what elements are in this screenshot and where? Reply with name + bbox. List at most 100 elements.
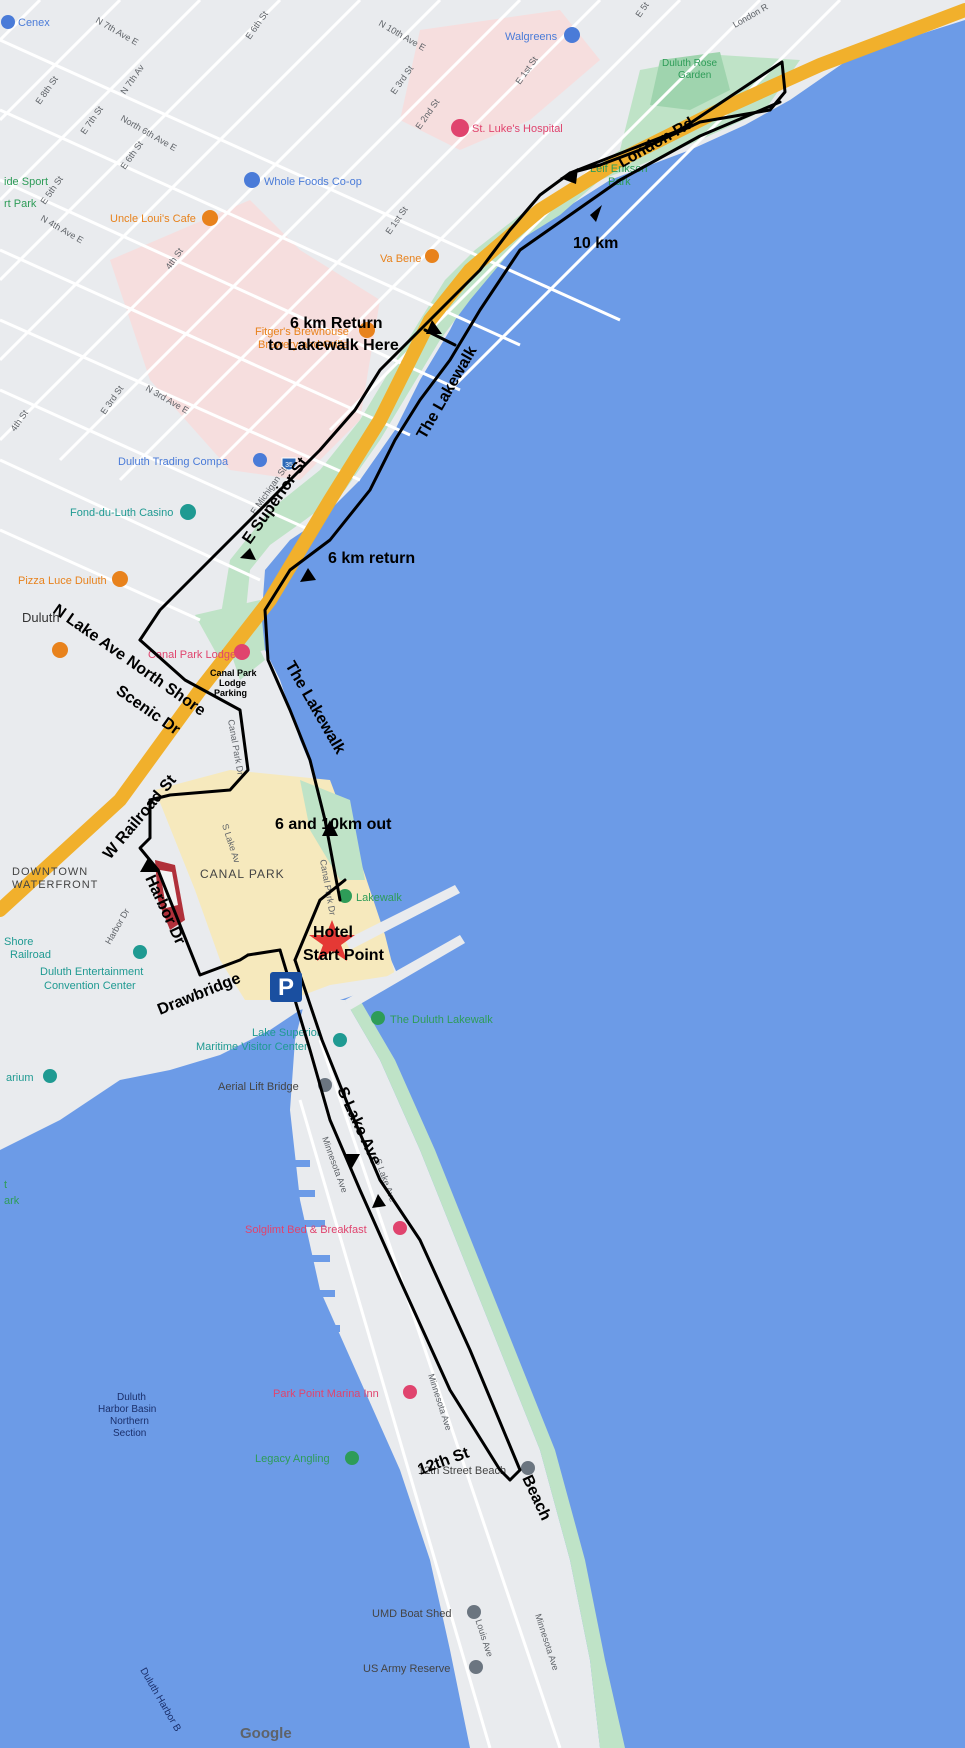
- svg-text:Parking: Parking: [214, 688, 247, 698]
- svg-text:t: t: [4, 1179, 7, 1191]
- hotel-icon: [393, 1221, 407, 1235]
- poi-duluth-rose-garden[interactable]: Duluth Rose Garden: [662, 58, 717, 81]
- svg-text:arium: arium: [6, 1072, 34, 1084]
- poi-dec[interactable]: Duluth Entertainment Convention Center: [40, 945, 147, 992]
- svg-text:Duluth Entertainment: Duluth Entertainment: [40, 966, 143, 978]
- poi-st-lukes[interactable]: St. Luke's Hospital: [451, 119, 563, 137]
- svg-text:Cenex: Cenex: [18, 17, 50, 29]
- canal-park-area-label: CANAL PARK: [200, 867, 285, 881]
- hotel-icon: [403, 1385, 417, 1399]
- poi-whole-foods[interactable]: Whole Foods Co-op: [244, 172, 362, 188]
- aquarium-icon: [43, 1069, 57, 1083]
- i35-shield-icon: 35: [281, 457, 297, 471]
- poi-canal-park-lodge[interactable]: Canal Park Lodge Canal Park Lodge Parkin…: [148, 644, 258, 698]
- poi-duluth-lakewalk[interactable]: The Duluth Lakewalk: [371, 1011, 493, 1026]
- poi-fond-du-luth[interactable]: Fond-du-Luth Casino: [70, 504, 196, 520]
- svg-text:Convention Center: Convention Center: [44, 980, 136, 992]
- residential-area-2: [400, 10, 600, 150]
- svg-text:Duluth Trading Compa: Duluth Trading Compa: [118, 456, 229, 468]
- route-london-rd-loop: [568, 60, 787, 175]
- label-6km-return-line2: to Lakewalk Here: [268, 337, 399, 354]
- arrow-icon: [372, 1194, 386, 1208]
- svg-text:Canal Park Lodge: Canal Park Lodge: [148, 649, 236, 661]
- poi-cenex[interactable]: Cenex: [1, 15, 50, 29]
- svg-text:The Duluth Lakewalk: The Duluth Lakewalk: [390, 1014, 493, 1026]
- poi-walgreens[interactable]: Walgreens: [505, 27, 580, 43]
- landmark-icon: [467, 1605, 481, 1619]
- route-s-lake-ave-back: [293, 958, 522, 1482]
- route-harbor-dr: [156, 868, 250, 977]
- north-pier: [345, 885, 460, 950]
- arrow-icon: [140, 858, 160, 872]
- route-s-lake-ave-out: [278, 948, 512, 1482]
- svg-text:ark: ark: [4, 1195, 20, 1207]
- poi-park-point-marina[interactable]: Park Point Marina Inn: [273, 1385, 417, 1400]
- poi-12th-street-beach[interactable]: 12th Street Beach: [418, 1461, 535, 1477]
- rose-garden: [650, 52, 730, 110]
- svg-text:Duluth Rose: Duluth Rose: [662, 58, 717, 69]
- arrow-icon: [300, 568, 316, 582]
- south-pier: [345, 935, 465, 1010]
- svg-text:Lodge: Lodge: [219, 678, 246, 688]
- label-start-point: Start Point: [303, 947, 385, 964]
- park-icon: [338, 889, 352, 903]
- svg-text:Fitger's Brewhouse: Fitger's Brewhouse: [255, 326, 349, 338]
- svg-text:P: P: [278, 974, 294, 1001]
- poi-uncle-louis[interactable]: Uncle Loui's Cafe: [110, 210, 218, 226]
- start-star-icon: [309, 920, 355, 961]
- svg-text:Duluth: Duluth: [22, 610, 60, 625]
- svg-text:Va Bene: Va Bene: [380, 253, 421, 265]
- svg-text:Pizza Luce Duluth: Pizza Luce Duluth: [18, 575, 107, 587]
- harbor-basin-label: Duluth Harbor Basin Northern Section: [98, 1392, 156, 1439]
- restaurant-icon: [112, 571, 128, 587]
- svg-text:Lakewalk: Lakewalk: [356, 892, 402, 904]
- poi-duluth-trading[interactable]: Duluth Trading Compa: [118, 453, 267, 468]
- arrow-icon: [240, 548, 256, 560]
- label-6km-return: 6 km return: [328, 550, 415, 567]
- park-icon: [371, 1011, 385, 1025]
- svg-text:Canal Park: Canal Park: [210, 668, 258, 678]
- arrow-icon: [322, 820, 338, 836]
- arrow-icon: [426, 320, 442, 334]
- svg-text:Garden: Garden: [678, 70, 711, 81]
- svg-text:UMD Boat Shed: UMD Boat Shed: [372, 1608, 451, 1620]
- svg-text:Harbor Basin: Harbor Basin: [98, 1404, 156, 1415]
- svg-text:Whole Foods Co-op: Whole Foods Co-op: [264, 176, 362, 188]
- route-scenic-dr: [138, 638, 250, 802]
- svg-text:ide Sport: ide Sport: [4, 176, 48, 188]
- route-arrows: [140, 168, 602, 1208]
- route-10km-lakewalk-branch: [263, 100, 782, 902]
- svg-text:WATERFRONT: WATERFRONT: [12, 879, 98, 891]
- poi-lakewalk[interactable]: Lakewalk: [338, 889, 402, 904]
- poi-arium[interactable]: arium: [6, 1069, 57, 1084]
- svg-text:12th Street Beach: 12th Street Beach: [418, 1465, 506, 1477]
- shopping-cart-icon: [244, 172, 260, 188]
- landmark-icon: [469, 1660, 483, 1674]
- arrow-icon: [560, 168, 578, 184]
- poi-pizza-luce[interactable]: Pizza Luce Duluth: [18, 571, 128, 587]
- parking-icon: P: [270, 972, 302, 1002]
- arrow-icon: [590, 205, 602, 222]
- poi-solglimt[interactable]: Solglimt Bed & Breakfast: [245, 1221, 407, 1236]
- poi-umd-boat-shed[interactable]: UMD Boat Shed: [372, 1605, 481, 1620]
- svg-text:Park Point Marina Inn: Park Point Marina Inn: [273, 1388, 379, 1400]
- svg-text:Northern: Northern: [110, 1416, 149, 1427]
- bar-icon: [359, 322, 375, 338]
- shopping-icon: [564, 27, 580, 43]
- poi-va-bene[interactable]: Va Bene: [380, 249, 439, 265]
- route-lines: [138, 60, 787, 1482]
- label-6km-return-line1: 6 km Return: [290, 315, 382, 332]
- poi-us-army-reserve[interactable]: US Army Reserve: [363, 1660, 483, 1675]
- svg-text:DOWNTOWN: DOWNTOWN: [12, 866, 88, 878]
- poi-fitgers[interactable]: Fitger's Brewhouse Brewery and Grille: [255, 322, 375, 351]
- svg-text:US Army Reserve: US Army Reserve: [363, 1663, 450, 1675]
- svg-text:Walgreens: Walgreens: [505, 31, 558, 43]
- lakewalk-park-green: [195, 600, 265, 660]
- poi-shore-railroad[interactable]: Shore Railroad: [4, 936, 51, 961]
- hospital-icon: [451, 119, 469, 137]
- poi-duluth[interactable]: Duluth: [22, 610, 68, 658]
- route-lakewalk-return: [293, 878, 347, 962]
- park-point-land: [290, 1000, 600, 1748]
- poi-legacy-angling[interactable]: Legacy Angling: [255, 1451, 359, 1465]
